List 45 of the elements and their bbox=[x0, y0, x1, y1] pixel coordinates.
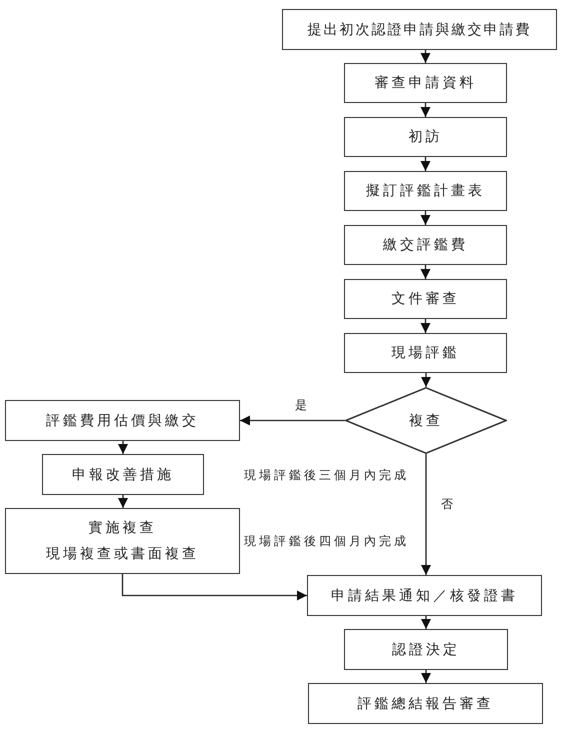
edge-label: 是 bbox=[294, 397, 308, 414]
step-label: 提出初次認證申請與繳交申請費 bbox=[308, 20, 532, 38]
time-note: 現場評鑑後四個月內完成 bbox=[244, 533, 409, 550]
arrow bbox=[421, 373, 431, 387]
arrow bbox=[420, 103, 430, 117]
step-label: 擬訂評鑑計畫表 bbox=[366, 182, 485, 200]
time-note: 現場評鑑後三個月內完成 bbox=[244, 467, 409, 484]
step-label: 申報改善措施 bbox=[72, 466, 174, 484]
process-box bbox=[344, 117, 507, 157]
process-box bbox=[5, 508, 240, 574]
process-box bbox=[344, 171, 507, 211]
step-label: 文件審查 bbox=[392, 290, 460, 308]
arrow bbox=[421, 670, 431, 683]
step-label: 繳交評鑑費 bbox=[383, 236, 468, 254]
step-label: 實施複查 bbox=[88, 519, 156, 537]
process-box bbox=[307, 575, 542, 616]
process-box bbox=[308, 683, 543, 724]
arrow bbox=[118, 495, 128, 508]
process-box bbox=[5, 400, 240, 441]
process-box bbox=[344, 279, 507, 319]
decision-label: 複查 bbox=[409, 412, 443, 430]
step-label: 認證決定 bbox=[392, 640, 460, 658]
arrow bbox=[420, 50, 430, 63]
step-label: 審查申請資料 bbox=[374, 74, 476, 92]
arrow bbox=[420, 319, 430, 333]
step-label: 評鑑總結報告審查 bbox=[358, 694, 494, 712]
step-label: 現場複查或書面複查 bbox=[46, 545, 199, 563]
process-box bbox=[344, 333, 507, 373]
step-label: 初訪 bbox=[408, 128, 442, 146]
process-box bbox=[344, 225, 507, 265]
step-label: 評鑑費用估價與繳交 bbox=[46, 412, 199, 430]
step-label: 現場評鑑 bbox=[392, 344, 460, 362]
arrow bbox=[421, 454, 431, 575]
arrow bbox=[420, 265, 430, 279]
process-box bbox=[344, 63, 507, 103]
arrow bbox=[118, 441, 128, 454]
arrow bbox=[421, 616, 431, 629]
process-box bbox=[282, 9, 557, 50]
arrow bbox=[122, 574, 307, 600]
arrow bbox=[420, 211, 430, 225]
process-box bbox=[344, 629, 508, 670]
arrow bbox=[240, 416, 345, 426]
step-label: 申請結果通知／核發證書 bbox=[331, 586, 518, 604]
process-box bbox=[42, 454, 204, 495]
arrow bbox=[420, 157, 430, 171]
